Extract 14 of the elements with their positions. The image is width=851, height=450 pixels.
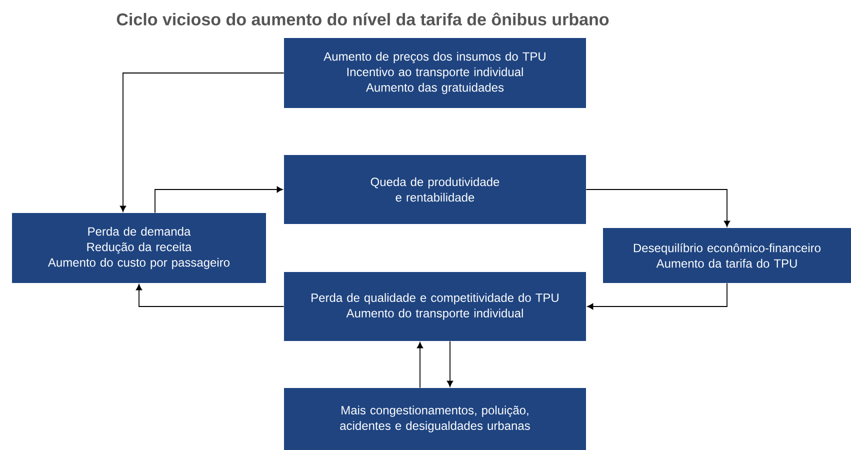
arrow	[136, 284, 284, 307]
arrow	[154, 186, 283, 214]
arrow	[587, 282, 728, 310]
process-box: Aumento de preços dos insumos do TPU Incentivo ao transporte individual Aumento das gratuidades	[284, 38, 586, 108]
process-box: Perda de demanda Redução da receita Aumento do custo por passageiro	[12, 213, 266, 283]
title: Ciclo vicioso do aumento do nível da tarifa de ônibus urbano	[116, 12, 609, 26]
arrow	[446, 340, 454, 387]
arrow	[586, 189, 730, 227]
arrow	[416, 342, 424, 388]
process-box: Perda de qualidade e competitividade do TPU Aumento do transporte individual	[284, 272, 586, 341]
arrow	[120, 72, 284, 212]
process-box: Desequilíbrio econômico-financeiro Aumento da tarifa do TPU	[603, 228, 851, 283]
process-box: Queda de produtividade e rentabilidade	[284, 155, 586, 224]
process-box: Mais congestionamentos, poluição, acidentes e desigualdades urbanas	[284, 388, 586, 450]
